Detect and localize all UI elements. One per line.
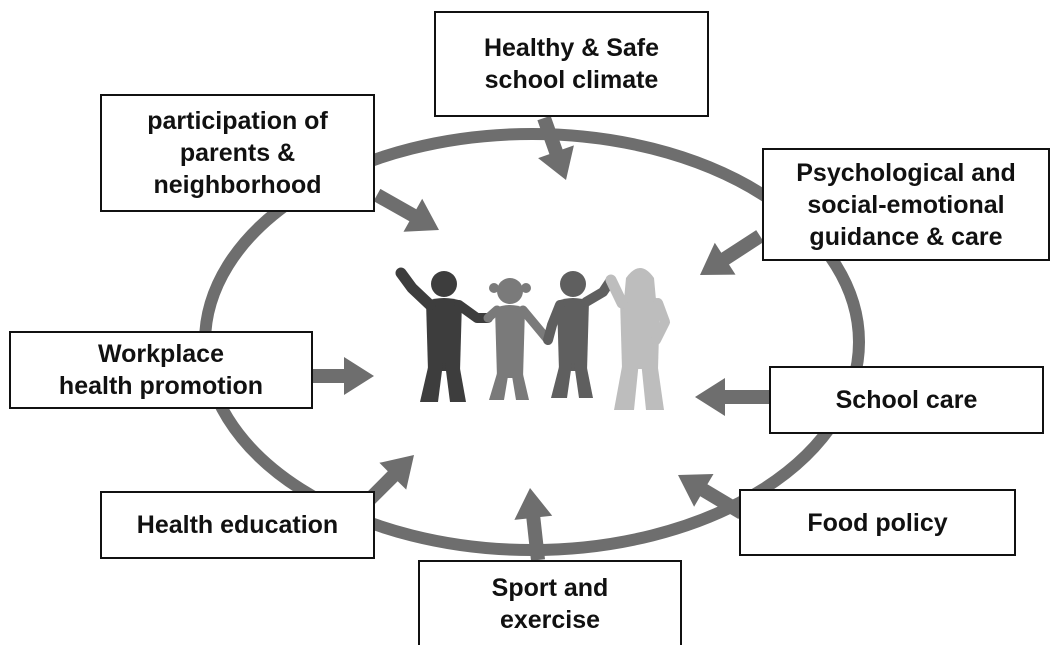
food-policy-line-1: Food policy [807, 508, 948, 537]
food-policy-box: Food policy [739, 489, 1016, 556]
workplace-text: Workplace health promotion [59, 338, 263, 402]
person-4-figure [605, 268, 670, 410]
workplace-box: Workplace health promotion [9, 331, 313, 409]
participation-line-2: parents & [179, 139, 296, 167]
psychological-line-2: social-emotional [807, 190, 1005, 219]
school-care-line-1: School care [835, 386, 978, 414]
person-1-figure [395, 267, 493, 402]
participation-box: participation of parents & neighborhood [100, 94, 375, 212]
arrow-participation [373, 188, 439, 232]
health-education-line-1: Health education [136, 511, 339, 539]
healthy-safe-box: Healthy & Safe school climate [434, 11, 709, 117]
arrow-school-care [695, 378, 770, 416]
psychological-line-1: Psychological and [796, 158, 1016, 187]
person-3-figure [543, 271, 616, 398]
healthy-safe-line-2: school climate [484, 66, 659, 94]
participation-text: participation of parents & neighborhood [147, 105, 328, 201]
healthy-safe-line-1: Healthy & Safe [483, 34, 660, 62]
school-care-text: School care [836, 384, 978, 416]
participation-line-3: neighborhood [153, 171, 322, 199]
arrow-workplace [304, 357, 374, 395]
arrow-psychological [700, 230, 764, 275]
arrow-healthy-safe [537, 115, 574, 180]
sport-exercise-text: Sport and exercise [492, 572, 609, 636]
workplace-line-2: health promotion [58, 372, 264, 400]
participation-line-1: participation of [147, 107, 328, 135]
food-policy-text: Food policy [807, 507, 947, 539]
healthy-safe-text: Healthy & Safe school climate [484, 32, 659, 96]
arrows-group [304, 115, 770, 561]
sport-exercise-line-2: exercise [499, 605, 601, 634]
school-care-box: School care [769, 366, 1044, 434]
sport-exercise-box: Sport and exercise [418, 560, 682, 645]
arrow-food-policy [678, 474, 746, 519]
people-holding-hands-icon [395, 267, 670, 410]
person-2-figure [483, 278, 553, 400]
psychological-box: Psychological and social-emotional guida… [762, 148, 1050, 261]
health-education-text: Health education [137, 509, 338, 541]
psychological-line-3: guidance & care [809, 222, 1003, 251]
psychological-text: Psychological and social-emotional guida… [796, 157, 1016, 253]
workplace-line-1: Workplace [98, 340, 224, 368]
arrow-sport [514, 488, 553, 561]
sport-exercise-line-1: Sport and [491, 573, 609, 602]
health-education-box: Health education [100, 491, 375, 559]
